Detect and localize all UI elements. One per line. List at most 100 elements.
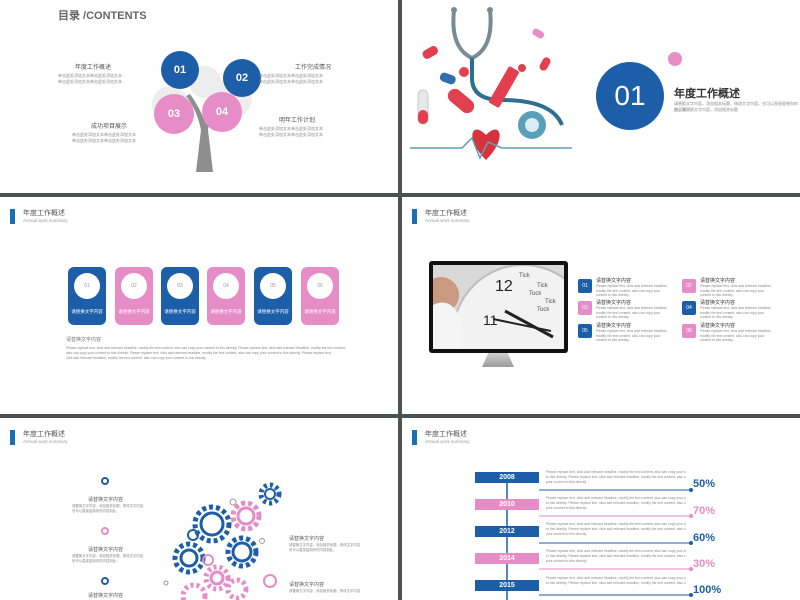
- timeline-desc-4b: to this directly. Please replace text, c…: [546, 554, 686, 558]
- contents-circle-03[interactable]: 03: [154, 94, 194, 134]
- feature-title-04: 请替换文字内容: [700, 300, 736, 306]
- year-box-2014[interactable]: 2014: [475, 553, 539, 564]
- gear-item-title-3: 请替换文字内容: [88, 593, 124, 599]
- timeline-lines: [506, 477, 693, 600]
- feature-badge-04[interactable]: 04: [682, 301, 696, 315]
- contents-label-04: 明年工作计划: [279, 118, 316, 124]
- card-02[interactable]: 02 请替换文字内容: [115, 267, 153, 325]
- card-number: 01: [74, 273, 100, 299]
- card-number: 04: [213, 273, 239, 299]
- bullet-icon: [101, 527, 109, 535]
- tree-illustration: [152, 66, 252, 172]
- timeline-desc-4c: your content to this directly.: [546, 559, 588, 563]
- monitor-screen: 12 11 Tick Tick Tock Tick Tock: [433, 265, 564, 349]
- contents-desc-04b: 单击此处添加文本单击此处添加文本: [259, 132, 323, 137]
- card-03[interactable]: 03 请替换文字内容: [161, 267, 199, 325]
- slide-gears[interactable]: 年度工作概述 Annual work summary 请替换文字内容 请替换文字…: [0, 418, 398, 600]
- feature-desc-05: Please replace text, click add relevant …: [596, 329, 668, 342]
- header-title: 年度工作概述: [23, 431, 65, 438]
- slide-monitor[interactable]: 年度工作概述 Annual work summary 12 11 Tick Ti…: [402, 197, 800, 414]
- slide-section-01[interactable]: 01 年度工作概述 请替换文字内容，添加相关标题，修改文字内容，也可以直接复制你…: [402, 0, 800, 193]
- gears-illustration: [163, 482, 282, 600]
- timeline-desc-2a: Please replace text, click add relevant …: [546, 496, 686, 500]
- clock-word: Tock: [529, 291, 542, 297]
- card-text: 请替换文字内容: [304, 309, 336, 314]
- contents-desc-03b: 单击此处添加文本单击此处添加文本: [72, 138, 136, 143]
- paragraph-line-2: also can copy your content to this direc…: [66, 351, 332, 355]
- feature-badge-02[interactable]: 02: [682, 279, 696, 293]
- feature-badge-05[interactable]: 05: [578, 324, 592, 338]
- medical-illustration: [410, 7, 572, 160]
- contents-desc-04a: 单击此处添加文本单击此处添加文本: [259, 126, 323, 131]
- feature-desc-01: Please replace text, click add relevant …: [596, 284, 668, 297]
- gear-item-title-4: 请替换文字内容: [289, 536, 325, 542]
- contents-circle-01[interactable]: 01: [161, 51, 199, 89]
- bullet-icon: [101, 577, 109, 585]
- timeline-desc-3b: to this directly. Please replace text, c…: [546, 527, 686, 531]
- gear-item-desc-5a: 请替换文字内容，添加相关标题，修改文字内容: [289, 589, 361, 593]
- header-subtitle: Annual work summary: [23, 218, 68, 223]
- paragraph-title: 请替换文字内容: [66, 337, 102, 343]
- gear-item-desc-2a: 请替换文字内容，添加相关标题，修改文字内容: [72, 554, 144, 558]
- clock-word: Tick: [545, 299, 556, 305]
- timeline-desc-1a: Please replace text, click add relevant …: [546, 470, 686, 474]
- monitor-frame: 12 11 Tick Tick Tock Tick Tock: [429, 261, 568, 353]
- percent-2014: 30%: [693, 558, 716, 570]
- gear-item-desc-1b: 也可以直接复制你的内容到此。: [72, 509, 120, 513]
- monitor-stand: [482, 353, 514, 367]
- contents-label-03: 成功项目展示: [91, 124, 128, 130]
- gear-item-desc-4a: 请替换文字内容，添加相关标题，修改文字内容: [289, 543, 361, 547]
- feature-title-05: 请替换文字内容: [596, 323, 632, 329]
- contents-label-02: 工作完成情况: [295, 65, 332, 71]
- section-desc-1: 请替换文字内容，添加相关标题，修改文字内容，也可以直接复制你的内容到: [674, 101, 798, 112]
- timeline-desc-2c: your content to this directly.: [546, 506, 588, 510]
- feature-title-02: 请替换文字内容: [700, 278, 736, 284]
- feature-desc-06: Please replace text, click add relevant …: [700, 329, 772, 342]
- slide-contents[interactable]: 目录 /CONTENTS 01 02 03 04 年度工作概述 单击此处添加文本…: [0, 0, 398, 193]
- year-box-2008[interactable]: 2008: [475, 472, 539, 483]
- contents-circle-02[interactable]: 02: [223, 59, 261, 97]
- card-text: 请替换文字内容: [257, 309, 289, 314]
- timeline-desc-1c: your content to this directly.: [546, 480, 588, 484]
- header-accent-bar: [412, 430, 417, 445]
- timeline-desc-2b: to this directly. Please replace text, c…: [546, 501, 686, 505]
- timeline-desc-5a: Please replace text, click add relevant …: [546, 576, 686, 580]
- gear-item-desc-4b: 也可以直接复制你的内容到此。: [289, 548, 337, 552]
- header-accent-bar: [412, 209, 417, 224]
- section-title: 年度工作概述: [674, 88, 740, 100]
- header-subtitle: Annual work summary: [425, 439, 470, 444]
- card-text: 请替换文字内容: [118, 309, 150, 314]
- timeline-desc-4a: Please replace text, click add relevant …: [546, 549, 686, 553]
- year-box-2012[interactable]: 2012: [475, 526, 539, 537]
- feature-desc-02: Please replace text, click add relevant …: [700, 284, 772, 297]
- header-accent-bar: [10, 209, 15, 224]
- contents-circle-04[interactable]: 04: [202, 92, 242, 132]
- feature-badge-06[interactable]: 06: [682, 324, 696, 338]
- bullet-icon: [101, 477, 109, 485]
- contents-desc-02b: 单击此处添加文本单击此处添加文本: [259, 79, 323, 84]
- section-desc-2: 此，请替换文字内容，添加相关标题: [674, 107, 738, 112]
- card-text: 请替换文字内容: [164, 309, 196, 314]
- feature-badge-03[interactable]: 03: [578, 301, 592, 315]
- svg-text:12: 12: [495, 278, 513, 295]
- decor-pink-dot: [668, 52, 682, 66]
- slide-timeline[interactable]: 年度工作概述 Annual work summary 2008 2010 201…: [402, 418, 800, 600]
- feature-badge-01[interactable]: 01: [578, 279, 592, 293]
- clock-image: 12 11: [433, 265, 564, 349]
- section-number-circle[interactable]: 01: [596, 62, 664, 130]
- year-box-2010[interactable]: 2010: [475, 499, 539, 510]
- clock-word: Tock: [537, 307, 550, 313]
- percent-2008: 50%: [693, 478, 716, 490]
- timeline-desc-3c: your content to this directly.: [546, 532, 588, 536]
- contents-desc-01b: 单击此处添加文本单击此处添加文本: [58, 79, 122, 84]
- card-number: 03: [167, 273, 193, 299]
- paragraph-line-1: Please replace text, click add relevant …: [66, 346, 346, 350]
- card-number: 02: [121, 273, 147, 299]
- feature-title-01: 请替换文字内容: [596, 278, 632, 284]
- year-box-2015[interactable]: 2015: [475, 580, 539, 591]
